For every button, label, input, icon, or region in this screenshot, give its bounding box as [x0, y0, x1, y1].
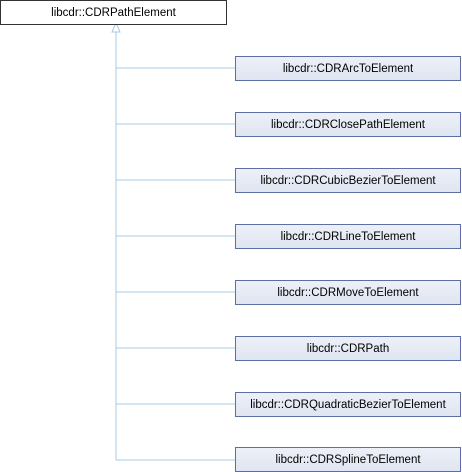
derived-class-node-move-to[interactable]: libcdr::CDRMoveToElement	[235, 280, 461, 305]
derived-class-label: libcdr::CDRMoveToElement	[277, 286, 419, 299]
derived-class-label: libcdr::CDRClosePathElement	[270, 118, 426, 131]
derived-class-label: libcdr::CDRArcToElement	[282, 62, 414, 75]
derived-class-label: libcdr::CDRLineToElement	[280, 230, 416, 243]
base-class-node[interactable]: libcdr::CDRPathElement	[0, 0, 227, 25]
derived-class-label: libcdr::CDRSplineToElement	[275, 453, 421, 466]
derived-class-node-quadratic-bezier-to[interactable]: libcdr::CDRQuadraticBezierToElement	[235, 392, 461, 417]
derived-class-node-cubic-bezier-to[interactable]: libcdr::CDRCubicBezierToElement	[235, 168, 461, 193]
derived-class-node-line-to[interactable]: libcdr::CDRLineToElement	[235, 224, 461, 249]
base-class-label: libcdr::CDRPathElement	[51, 6, 176, 19]
inheritance-arrowhead	[111, 21, 121, 33]
derived-class-label: libcdr::CDRPath	[306, 342, 390, 355]
derived-class-node-arc-to[interactable]: libcdr::CDRArcToElement	[235, 56, 461, 81]
derived-class-label: libcdr::CDRCubicBezierToElement	[260, 174, 436, 187]
derived-class-node-spline-to[interactable]: libcdr::CDRSplineToElement	[235, 447, 461, 472]
derived-class-node-close-path[interactable]: libcdr::CDRClosePathElement	[235, 112, 461, 137]
derived-class-label: libcdr::CDRQuadraticBezierToElement	[250, 398, 446, 411]
derived-class-node-path[interactable]: libcdr::CDRPath	[235, 336, 461, 361]
